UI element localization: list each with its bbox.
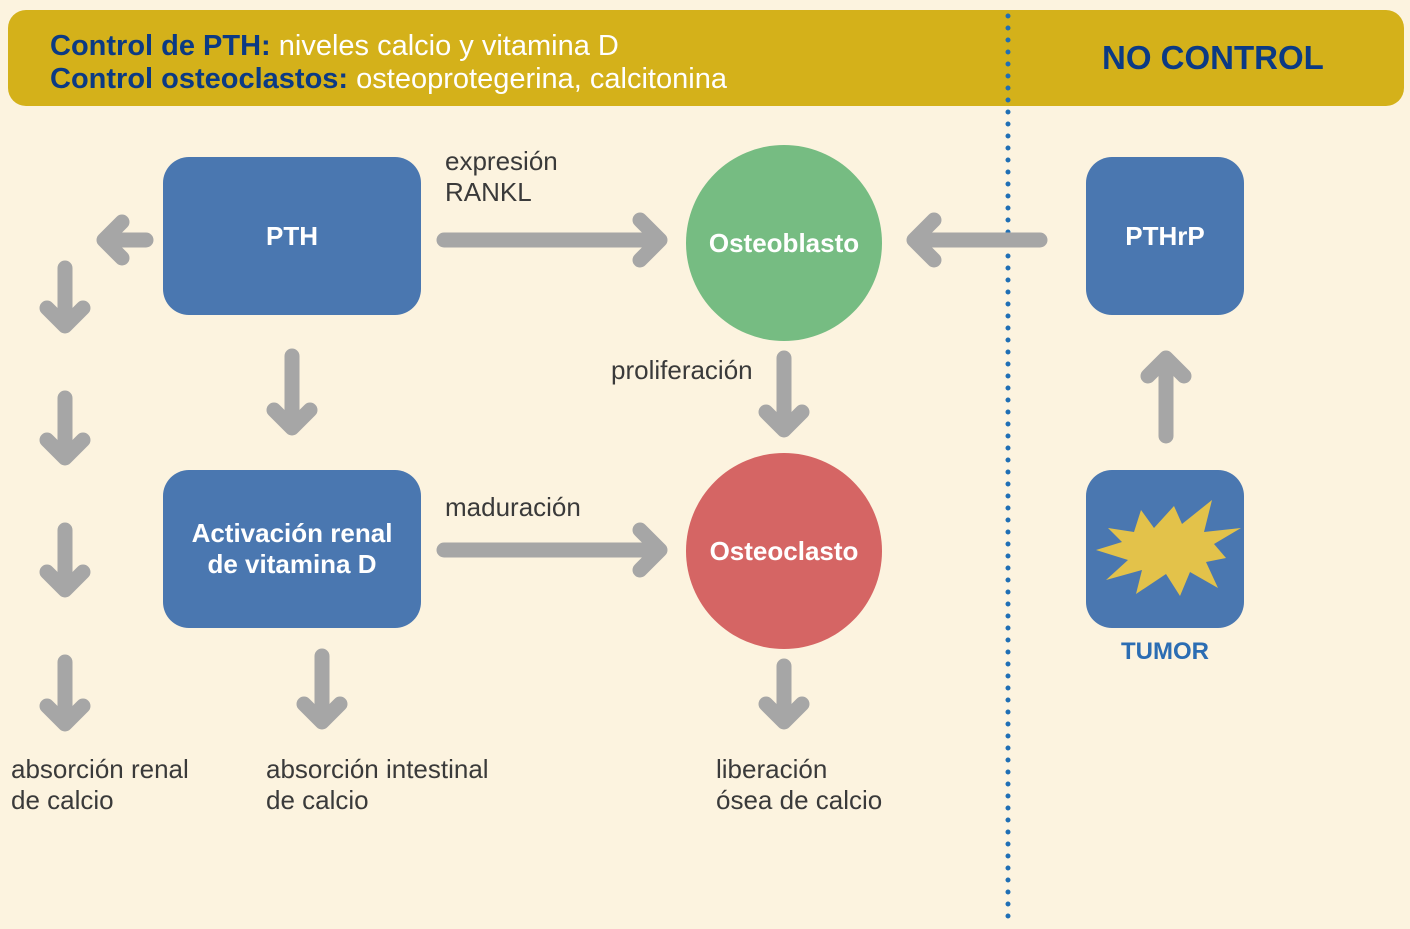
tumor-box xyxy=(1086,470,1244,628)
arrow-pth-left xyxy=(96,214,154,266)
header-no-control: NO CONTROL xyxy=(1102,39,1324,76)
arrow-pth-to-osteoblasto xyxy=(436,212,668,268)
osteoblasto-node: Osteoblasto xyxy=(686,145,882,341)
header-osteoclastos-label: Control osteoclastos: xyxy=(50,63,349,95)
pthrp-box: PTHrP xyxy=(1086,157,1244,315)
osteoblasto-label: Osteoblasto xyxy=(708,227,860,258)
arrow-left-down-2 xyxy=(39,390,91,466)
pth-box: PTH xyxy=(163,157,421,315)
arrow-vitd-to-osteoclasto xyxy=(436,522,668,578)
outcome-absorcion-intestinal: absorción intestinal de calcio xyxy=(266,754,489,816)
edge-label-expresion-line1: expresión xyxy=(445,146,558,176)
edge-label-expresion-line2: RANKL xyxy=(445,177,532,207)
outcome-renal-line2: de calcio xyxy=(11,785,114,815)
osteoclasto-label: Osteoclasto xyxy=(709,535,859,566)
arrow-tumor-to-pthrp xyxy=(1140,350,1192,444)
outcome-intestinal-line1: absorción intestinal xyxy=(266,754,489,784)
arrow-left-down-1 xyxy=(39,260,91,334)
header-pth-text: niveles calcio y vitamina D xyxy=(270,30,619,62)
arrow-osteoclasto-to-liberacion xyxy=(758,658,810,730)
vitamin-d-activation-box: Activación renal de vitamina D xyxy=(163,470,421,628)
vitamin-d-activation-line2: de vitamina D xyxy=(207,549,377,579)
tumor-burst-icon xyxy=(1096,500,1241,596)
header-line-osteoclastos: Control osteoclastos: osteoprotegerina, … xyxy=(50,63,727,96)
pthrp-label: PTHrP xyxy=(1125,220,1205,251)
header-bar: Control de PTH: niveles calcio y vitamin… xyxy=(8,10,1404,106)
outcome-intestinal-line2: de calcio xyxy=(266,785,369,815)
edge-label-expresion-rankl: expresión RANKL xyxy=(445,146,558,208)
vitamin-d-activation-line1: Activación renal xyxy=(191,518,393,548)
arrow-pth-to-vitd xyxy=(266,348,318,436)
outcome-renal-line1: absorción renal xyxy=(11,754,189,784)
header-control-text: Control de PTH: niveles calcio y vitamin… xyxy=(50,30,727,96)
outcome-liberacion-line2: ósea de calcio xyxy=(716,785,883,815)
arrow-left-down-4 xyxy=(39,654,91,732)
header-osteoclastos-text: osteoprotegerina, calcitonina xyxy=(348,63,727,95)
vitamin-d-activation-label: Activación renal de vitamina D xyxy=(192,518,393,580)
arrow-vitd-to-intestinal xyxy=(296,648,348,730)
edge-label-maduracion: maduración xyxy=(445,492,581,522)
arrow-osteoblasto-to-osteoclasto xyxy=(758,350,810,438)
arrow-left-down-3 xyxy=(39,522,91,598)
outcome-absorcion-renal: absorción renal de calcio xyxy=(11,754,189,816)
header-line-pth: Control de PTH: niveles calcio y vitamin… xyxy=(50,30,727,63)
header-pth-label: Control de PTH: xyxy=(50,30,271,62)
edge-label-proliferacion: proliferación xyxy=(611,355,753,385)
outcome-liberacion-osea: liberación ósea de calcio xyxy=(716,754,882,816)
tumor-label: TUMOR xyxy=(1121,638,1209,665)
arrow-pthrp-to-osteoblasto xyxy=(906,212,1048,268)
outcome-liberacion-line1: liberación xyxy=(716,754,828,784)
pth-label: PTH xyxy=(266,220,318,251)
osteoclasto-node: Osteoclasto xyxy=(686,453,882,649)
